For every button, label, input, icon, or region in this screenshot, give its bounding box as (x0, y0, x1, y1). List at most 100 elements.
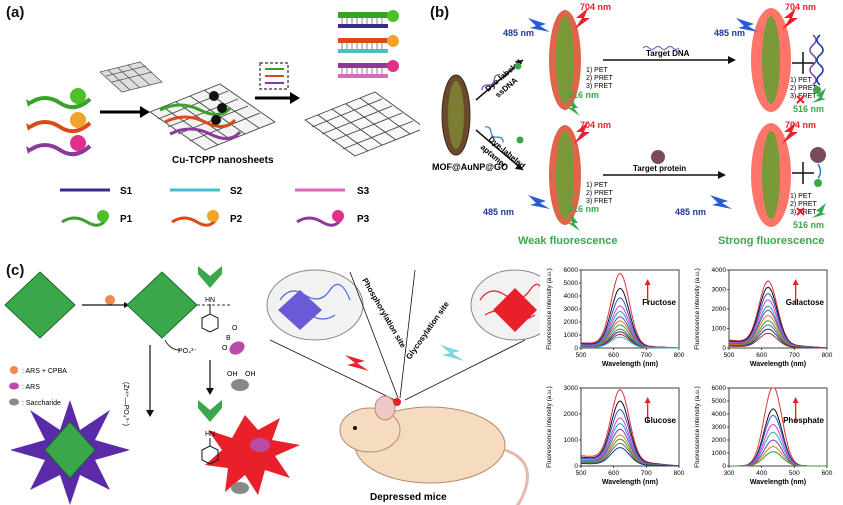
rod-bottom-right (751, 123, 791, 227)
y-tick-label: 1000 (712, 450, 727, 457)
ars-cpba-dot (105, 295, 115, 305)
mech-3-fret: 3) FRET (586, 198, 613, 205)
increase-arrow-head (644, 279, 651, 285)
probe-purple (26, 135, 92, 157)
mech-1-pret: 2) PRET (586, 75, 614, 82)
red-excitation-bolt (345, 355, 369, 371)
oh-2: OH (245, 371, 256, 378)
nm-704-1: 704 nm (580, 2, 611, 12)
mouse (339, 395, 529, 505)
probe-green (26, 88, 92, 110)
y-tick-label: 2000 (564, 319, 579, 326)
mof-octahedron-3 (44, 421, 96, 479)
panel-c-label: (c) (6, 262, 25, 279)
x-tick-label: 700 (641, 352, 652, 359)
green-bolt-3 (812, 88, 826, 103)
x-tick-label: 400 (756, 470, 767, 477)
y-tick-label: 4000 (712, 267, 727, 274)
y-tick-label: 6000 (712, 385, 727, 392)
duplex-green (338, 10, 399, 28)
x-tick-label: 700 (641, 470, 652, 477)
arrow-1-head (140, 106, 150, 118)
spectrum-curve (581, 447, 679, 467)
legend-ars: : ARS (22, 384, 40, 391)
red-burst (205, 415, 300, 495)
spectrum-curve (580, 336, 679, 349)
y-tick-label: 5000 (712, 398, 727, 405)
blue-bolt-3 (528, 195, 550, 209)
p1-probe (61, 210, 109, 227)
oh-1: OH (227, 371, 238, 378)
mech-1-pet: 1) PET (586, 67, 609, 74)
x-tick-label: 600 (608, 470, 619, 477)
increase-arrow-head (792, 279, 799, 285)
increase-arrow-head (792, 397, 799, 403)
duplex-orange (338, 35, 399, 53)
x-tick-label: 600 (608, 352, 619, 359)
strong-fluorescence: Strong fluorescence (718, 235, 824, 247)
legend-saccharide: : Saccharide (22, 400, 61, 407)
y-tick-label: 3000 (564, 306, 579, 313)
chart-title: Fructose (642, 298, 676, 307)
panel-b-label: (b) (430, 4, 450, 21)
s1-label: S1 (120, 186, 133, 197)
red-bolt-1 (574, 8, 590, 30)
x-tick-label: 800 (674, 352, 685, 359)
cpba-molecule: HN B O O (198, 266, 245, 355)
s3-label: S3 (357, 186, 370, 197)
spectrum-curve (729, 451, 827, 467)
composite-label: MOF@AuNP@GO (432, 162, 508, 172)
plus-sign-1 (792, 52, 814, 74)
red-bolt-2 (782, 8, 798, 30)
red-bolt-3 (574, 122, 590, 144)
x-tick-label: 800 (822, 352, 833, 359)
nm-516-2: 516 nm (793, 104, 824, 114)
y-tick-label: 6000 (564, 267, 579, 274)
protein-blob (651, 150, 665, 164)
nm-516-3: 516 nm (568, 204, 599, 214)
x-tick-label: 700 (789, 352, 800, 359)
y-tick-label: 1000 (712, 326, 727, 333)
mech-2-pret: 2) PRET (790, 85, 818, 92)
y-tick-label: 5000 (564, 280, 579, 287)
mech-3-pret: 2) PRET (586, 190, 614, 197)
aptamer-protein-complex (810, 147, 826, 187)
mof-octahedron-2 (126, 271, 198, 339)
mechanism-list-3: 1) PET 2) PRET 3) FRET (586, 182, 614, 205)
mech-1-fret: 3) FRET (586, 83, 613, 90)
y-tick-label: 3000 (564, 385, 579, 392)
duplex-purple (338, 60, 399, 78)
p2-label: P2 (230, 214, 243, 225)
nm-704-4: 704 nm (785, 120, 816, 130)
po4-label: PO₄³⁻ (178, 348, 197, 355)
svg-text:O: O (222, 345, 228, 352)
green-bolt-4 (812, 203, 826, 218)
x-axis-label: Wavelength (nm) (602, 361, 658, 368)
depressed-mice-label: Depressed mice (370, 492, 447, 503)
rod-top-right (751, 8, 791, 112)
y-tick-label: 3000 (712, 287, 727, 294)
plot-frame (728, 387, 828, 467)
panel-a-label: (a) (6, 4, 25, 21)
mof-octahedron-1 (4, 271, 76, 339)
panel-a-illustration: Cu-TCPP nanosheets S1 S2 S3 (26, 10, 420, 227)
x-axis-label: Wavelength (nm) (750, 479, 806, 486)
panel-c-illustration: PO₄³⁻ (Zr⁴⁺—PO₄³⁻) : ARS + CPBA : ARS : … (4, 266, 540, 505)
panel-b-illustration: MOF@AuNP@GO Dye-labeled ssDNA Dye-labele… (432, 2, 826, 247)
probe-orange (26, 112, 92, 134)
y-tick-label: 4000 (712, 411, 727, 418)
increase-arrow-head (644, 397, 651, 403)
chart-title: Glucose (644, 416, 676, 425)
y-axis-label: Fluorescence intensity (a.u.) (546, 386, 553, 468)
s2-label: S2 (230, 186, 243, 197)
rod-top-left (549, 10, 581, 110)
y-axis-label: Fluorescence intensity (a.u.) (694, 386, 701, 468)
nm-704-3: 704 nm (580, 120, 611, 130)
brain-right (470, 269, 540, 341)
rod-bottom-left (549, 125, 581, 225)
y-axis-label: Fluorescence intensity (a.u.) (546, 268, 553, 350)
target-dna-label: Target DNA (646, 49, 690, 58)
